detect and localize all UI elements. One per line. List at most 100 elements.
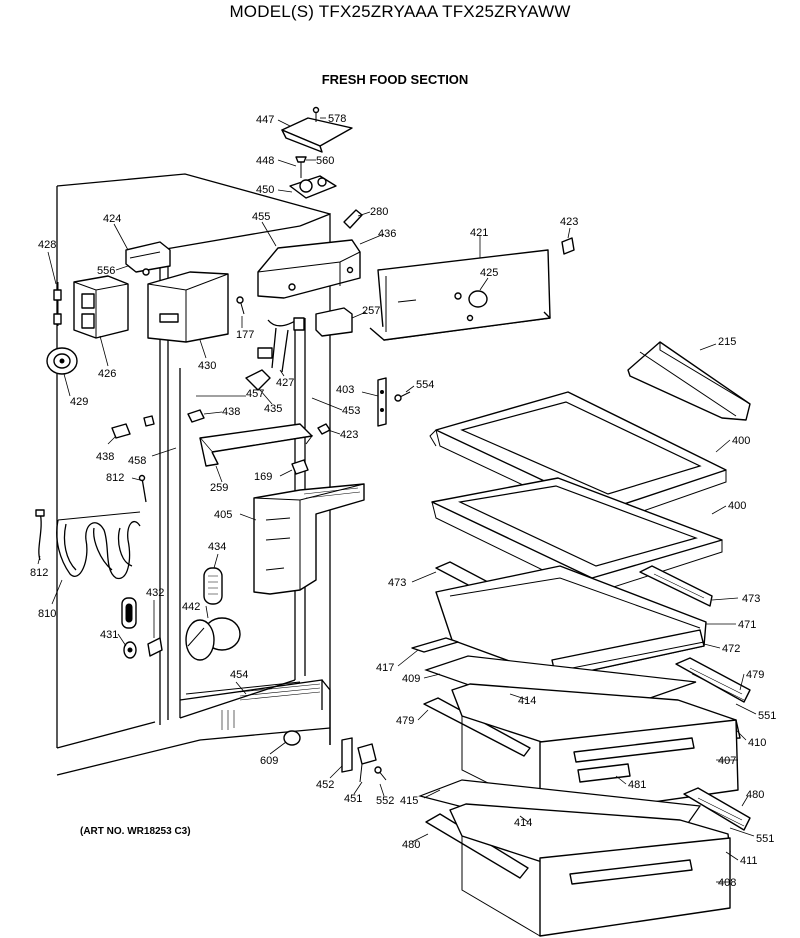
- label-432: 432: [146, 587, 164, 599]
- label-450: 450: [256, 184, 274, 196]
- part-labels: 447 578 448 560 450 280 424 455 436 421 …: [30, 113, 776, 889]
- screw-423-lower: [317, 423, 331, 435]
- screw-556: [142, 268, 150, 276]
- label-408: 408: [718, 877, 736, 889]
- label-551-lower: 551: [756, 833, 774, 845]
- tab-small: [143, 415, 155, 427]
- label-414-lower: 414: [514, 817, 532, 829]
- label-438-upper: 438: [222, 406, 240, 418]
- label-479-left: 479: [396, 715, 414, 727]
- screw-169: [291, 459, 309, 475]
- label-810: 810: [38, 608, 56, 620]
- diagram-title: MODEL(S) TFX25ZRYAAA TFX25ZRYAWW: [229, 2, 571, 21]
- rail-480-left: [425, 813, 529, 879]
- label-812-lower: 812: [30, 567, 48, 579]
- switch-424: [125, 241, 171, 273]
- clip-438-upper: [187, 409, 205, 423]
- label-426: 426: [98, 368, 116, 380]
- screw-552: [374, 766, 387, 781]
- label-455: 455: [252, 211, 270, 223]
- damper-434: [203, 567, 223, 605]
- control-panel-421: [369, 249, 551, 341]
- label-457: 457: [246, 388, 264, 400]
- drawer-408: [461, 836, 731, 937]
- label-472: 472: [722, 643, 740, 655]
- relay-257: [315, 307, 353, 337]
- heater-812-lower: [35, 509, 45, 561]
- label-424: 424: [103, 213, 121, 225]
- label-447: 447: [256, 114, 274, 126]
- bin-215: [627, 341, 751, 421]
- label-479-right: 479: [746, 669, 764, 681]
- damper-motor-442: [185, 617, 241, 661]
- label-215: 215: [718, 336, 736, 348]
- label-400-lower: 400: [728, 500, 746, 512]
- label-480-left: 480: [402, 839, 420, 851]
- label-452: 452: [316, 779, 334, 791]
- label-431: 431: [100, 629, 118, 641]
- cover-432-slot: [121, 597, 137, 629]
- label-423-lower: 423: [340, 429, 358, 441]
- roller-609: [283, 730, 301, 746]
- art-number: (ART NO. WR18253 C3): [80, 826, 191, 837]
- hinge-451: [357, 743, 377, 783]
- label-448: 448: [256, 155, 274, 167]
- rail-480-right: [683, 787, 751, 831]
- label-556: 556: [97, 265, 115, 277]
- fan-429: [46, 347, 78, 375]
- air-duct-405: [253, 483, 365, 595]
- thermistor-428: [53, 282, 62, 326]
- shelf-support-259: [199, 423, 314, 467]
- label-410: 410: [748, 737, 766, 749]
- label-409: 409: [402, 673, 420, 685]
- socket-450: [289, 175, 337, 199]
- light-cover-447: [281, 117, 353, 153]
- screw-423-top: [561, 237, 575, 255]
- label-425: 425: [480, 267, 498, 279]
- heater-812-upper: [138, 474, 147, 503]
- label-609: 609: [260, 755, 278, 767]
- knob-425: [468, 290, 488, 308]
- label-417: 417: [376, 662, 394, 674]
- control-housing-430: [147, 271, 229, 343]
- clip-435: [245, 369, 271, 391]
- label-429: 429: [70, 396, 88, 408]
- bulb-431: [123, 641, 137, 659]
- bulb-280: [343, 209, 363, 229]
- bracket-403: [377, 377, 387, 427]
- handle-481: [577, 763, 631, 783]
- label-454: 454: [230, 669, 248, 681]
- bracket-452: [341, 737, 353, 773]
- light-shield-436: [257, 239, 361, 299]
- drawer-frame-472: [551, 641, 705, 673]
- drawer-support-454: [185, 681, 301, 695]
- clip-438-left: [111, 423, 131, 439]
- label-458: 458: [128, 455, 146, 467]
- screw-560: [295, 156, 307, 178]
- label-560: 560: [316, 155, 334, 167]
- label-177: 177: [236, 329, 254, 341]
- label-427: 427: [276, 377, 294, 389]
- label-473-left: 473: [388, 577, 406, 589]
- section-title: FRESH FOOD SECTION: [321, 72, 469, 87]
- label-411: 411: [740, 855, 758, 867]
- label-552: 552: [376, 795, 394, 807]
- label-480-right: 480: [746, 789, 764, 801]
- label-554: 554: [416, 379, 434, 391]
- label-438-left: 438: [96, 451, 114, 463]
- rail-473-right: [639, 565, 713, 607]
- label-407: 407: [718, 755, 736, 767]
- label-400-upper: 400: [732, 435, 750, 447]
- housing-426: [73, 275, 129, 339]
- screw-554: [394, 391, 411, 402]
- rail-479-left: [423, 697, 531, 757]
- screw-177: [236, 296, 245, 315]
- label-421: 421: [470, 227, 488, 239]
- label-578: 578: [328, 113, 346, 125]
- leader-lines: [37, 117, 757, 883]
- slide-417: [411, 637, 459, 653]
- label-442: 442: [182, 601, 200, 613]
- wire-harness-427: [257, 317, 305, 373]
- label-481: 481: [628, 779, 646, 791]
